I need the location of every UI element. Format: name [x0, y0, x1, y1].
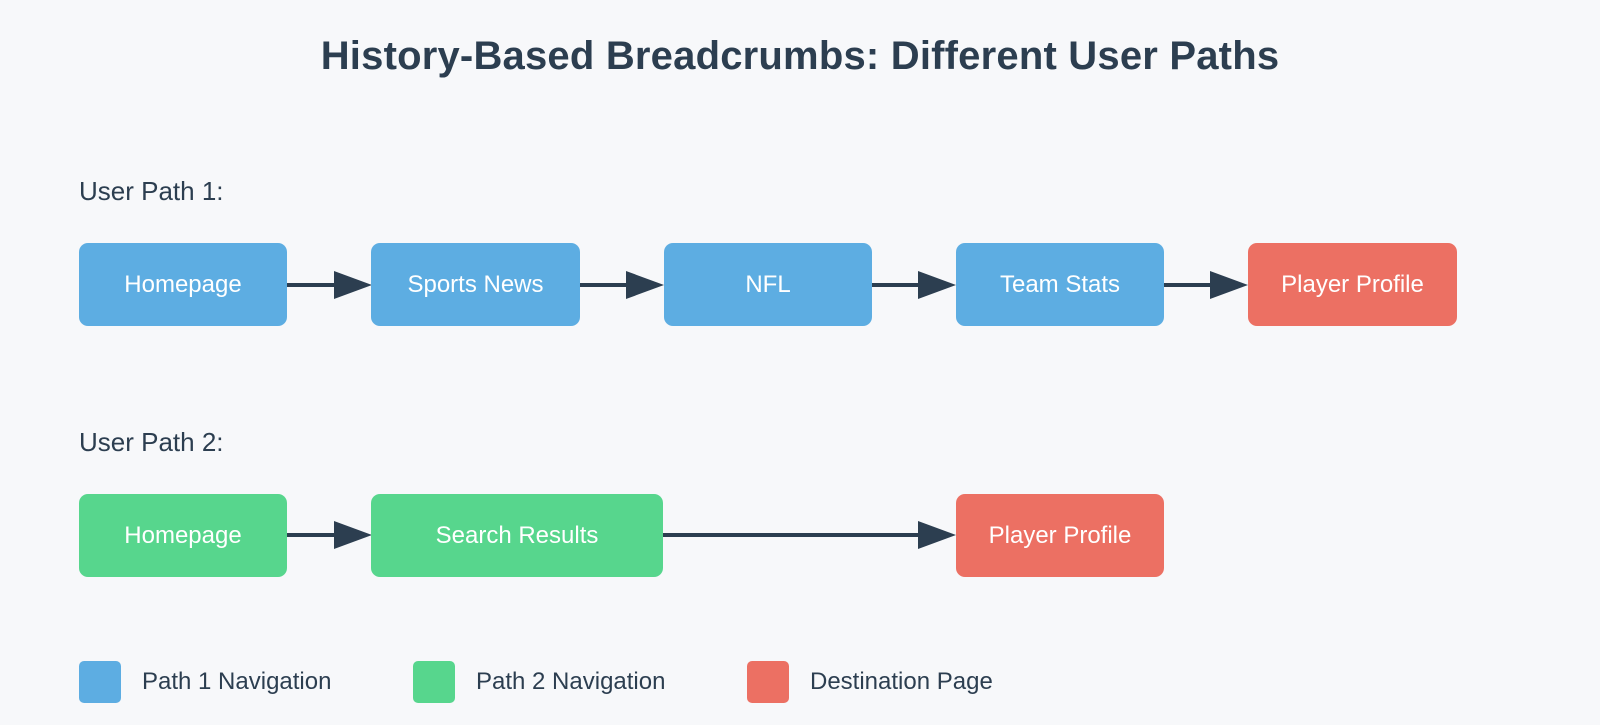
path-1-node-player-profile[interactable]: Player Profile — [1248, 243, 1457, 326]
legend-label-destination: Destination Page — [810, 668, 993, 695]
path-1-arrow-4 — [1164, 271, 1248, 299]
legend-swatch-path-1 — [79, 661, 121, 703]
path-2-node-player-profile[interactable]: Player Profile — [956, 494, 1164, 577]
path-1-label: User Path 1: — [79, 176, 224, 206]
legend-swatch-destination — [747, 661, 789, 703]
path-1-node-homepage[interactable]: Homepage — [79, 243, 287, 326]
path-1-arrow-1 — [287, 271, 372, 299]
path-1-node-nfl[interactable]: NFL — [664, 243, 872, 326]
path-1-node-team-stats[interactable]: Team Stats — [956, 243, 1164, 326]
diagram-title: History-Based Breadcrumbs: Different Use… — [320, 34, 1280, 78]
path-2-arrow-2 — [663, 521, 956, 549]
legend-swatch-path-2 — [413, 661, 455, 703]
path-1-arrow-2 — [580, 271, 664, 299]
path-1-node-sports-news[interactable]: Sports News — [371, 243, 580, 326]
path-2-arrow-1 — [287, 521, 372, 549]
path-1-arrow-3 — [872, 271, 956, 299]
legend-label-path-2: Path 2 Navigation — [476, 668, 666, 695]
legend-label-path-1: Path 1 Navigation — [142, 668, 332, 695]
path-2-label: User Path 2: — [79, 427, 224, 457]
path-2-node-homepage[interactable]: Homepage — [79, 494, 287, 577]
path-2-node-search-results[interactable]: Search Results — [371, 494, 663, 577]
